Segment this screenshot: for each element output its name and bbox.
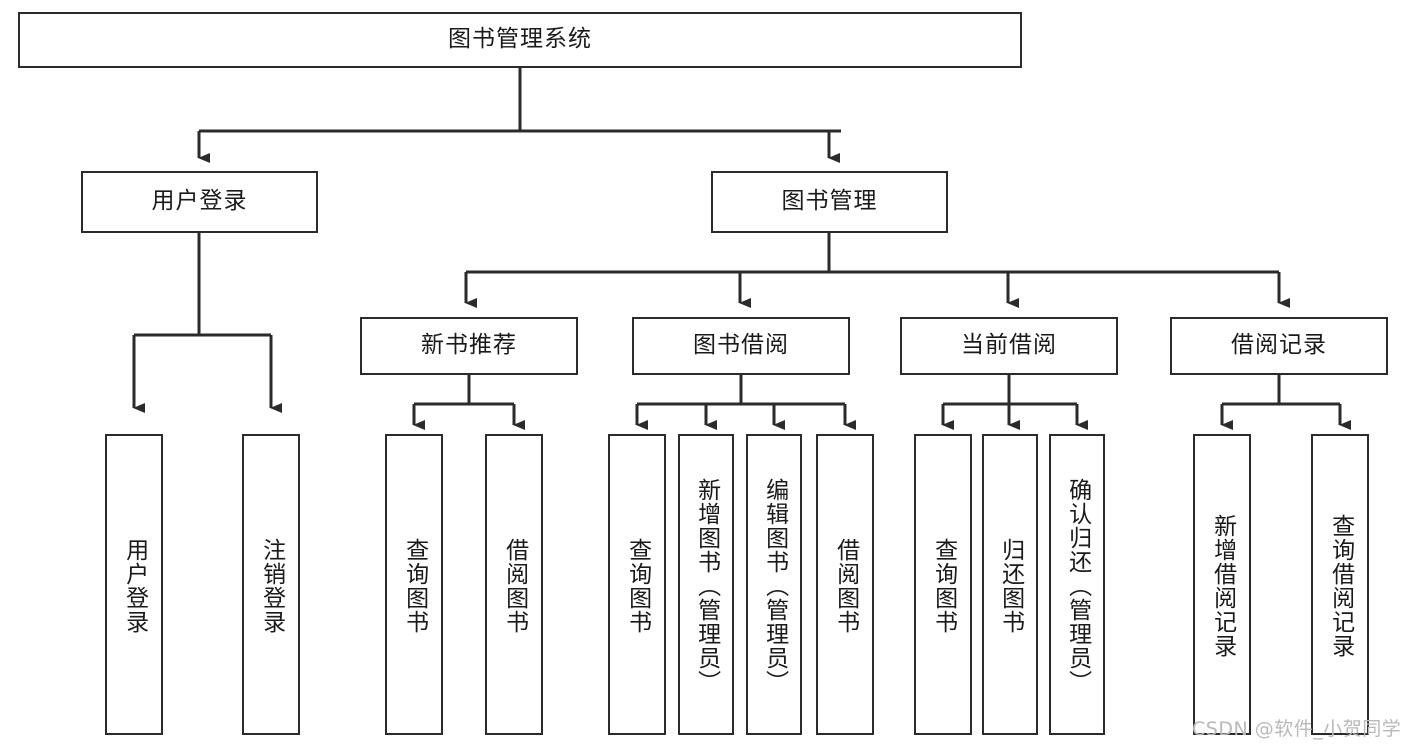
leaf-query-book-2-label: 查询图书	[624, 537, 651, 634]
leaf-add-record-label: 新增借阅记录	[1209, 513, 1236, 658]
node-book-borrow-label: 图书借阅	[693, 332, 789, 359]
leaf-edit-book-label: 编辑图书（管理员）	[761, 477, 788, 694]
node-root[interactable]: 图书管理系统	[18, 12, 1022, 68]
leaf-add-book[interactable]: 新增图书（管理员）	[678, 434, 734, 735]
leaf-borrow-book-1[interactable]: 借阅图书	[485, 434, 543, 735]
node-book-manage-label: 图书管理	[781, 188, 878, 215]
node-user-login-label: 用户登录	[151, 188, 248, 215]
leaf-borrow-book-2[interactable]: 借阅图书	[816, 434, 874, 735]
node-current-borrow-label: 当前借阅	[961, 332, 1057, 359]
node-current-borrow[interactable]: 当前借阅	[900, 317, 1118, 375]
leaf-logout-login-label: 注销登录	[258, 537, 285, 634]
node-book-borrow[interactable]: 图书借阅	[632, 317, 850, 375]
node-new-book-recommend[interactable]: 新书推荐	[360, 317, 578, 375]
leaf-confirm-return-label: 确认归还（管理员）	[1064, 477, 1091, 694]
leaf-query-book-2[interactable]: 查询图书	[608, 434, 666, 735]
leaf-query-book-3[interactable]: 查询图书	[914, 434, 972, 735]
leaf-borrow-book-1-label: 借阅图书	[501, 537, 528, 634]
node-borrow-record[interactable]: 借阅记录	[1170, 317, 1388, 375]
leaf-query-record-label: 查询借阅记录	[1327, 513, 1354, 658]
leaf-user-login-label: 用户登录	[121, 537, 148, 634]
leaf-query-book-1[interactable]: 查询图书	[385, 434, 443, 735]
node-root-label: 图书管理系统	[448, 26, 592, 53]
leaf-query-book-1-label: 查询图书	[401, 537, 428, 634]
leaf-logout-login[interactable]: 注销登录	[242, 434, 300, 735]
leaf-confirm-return[interactable]: 确认归还（管理员）	[1049, 434, 1105, 735]
node-new-book-recommend-label: 新书推荐	[421, 332, 517, 359]
leaf-user-login[interactable]: 用户登录	[105, 434, 163, 735]
leaf-add-record[interactable]: 新增借阅记录	[1193, 434, 1251, 735]
node-book-manage[interactable]: 图书管理	[711, 171, 948, 233]
leaf-edit-book[interactable]: 编辑图书（管理员）	[746, 434, 802, 735]
leaf-query-book-3-label: 查询图书	[930, 537, 957, 634]
leaf-return-book-label: 归还图书	[997, 537, 1024, 634]
leaf-return-book[interactable]: 归还图书	[982, 434, 1038, 735]
node-user-login[interactable]: 用户登录	[81, 171, 318, 233]
leaf-borrow-book-2-label: 借阅图书	[832, 537, 859, 634]
leaf-add-book-label: 新增图书（管理员）	[693, 477, 720, 694]
node-borrow-record-label: 借阅记录	[1231, 332, 1327, 359]
leaf-query-record[interactable]: 查询借阅记录	[1311, 434, 1369, 735]
